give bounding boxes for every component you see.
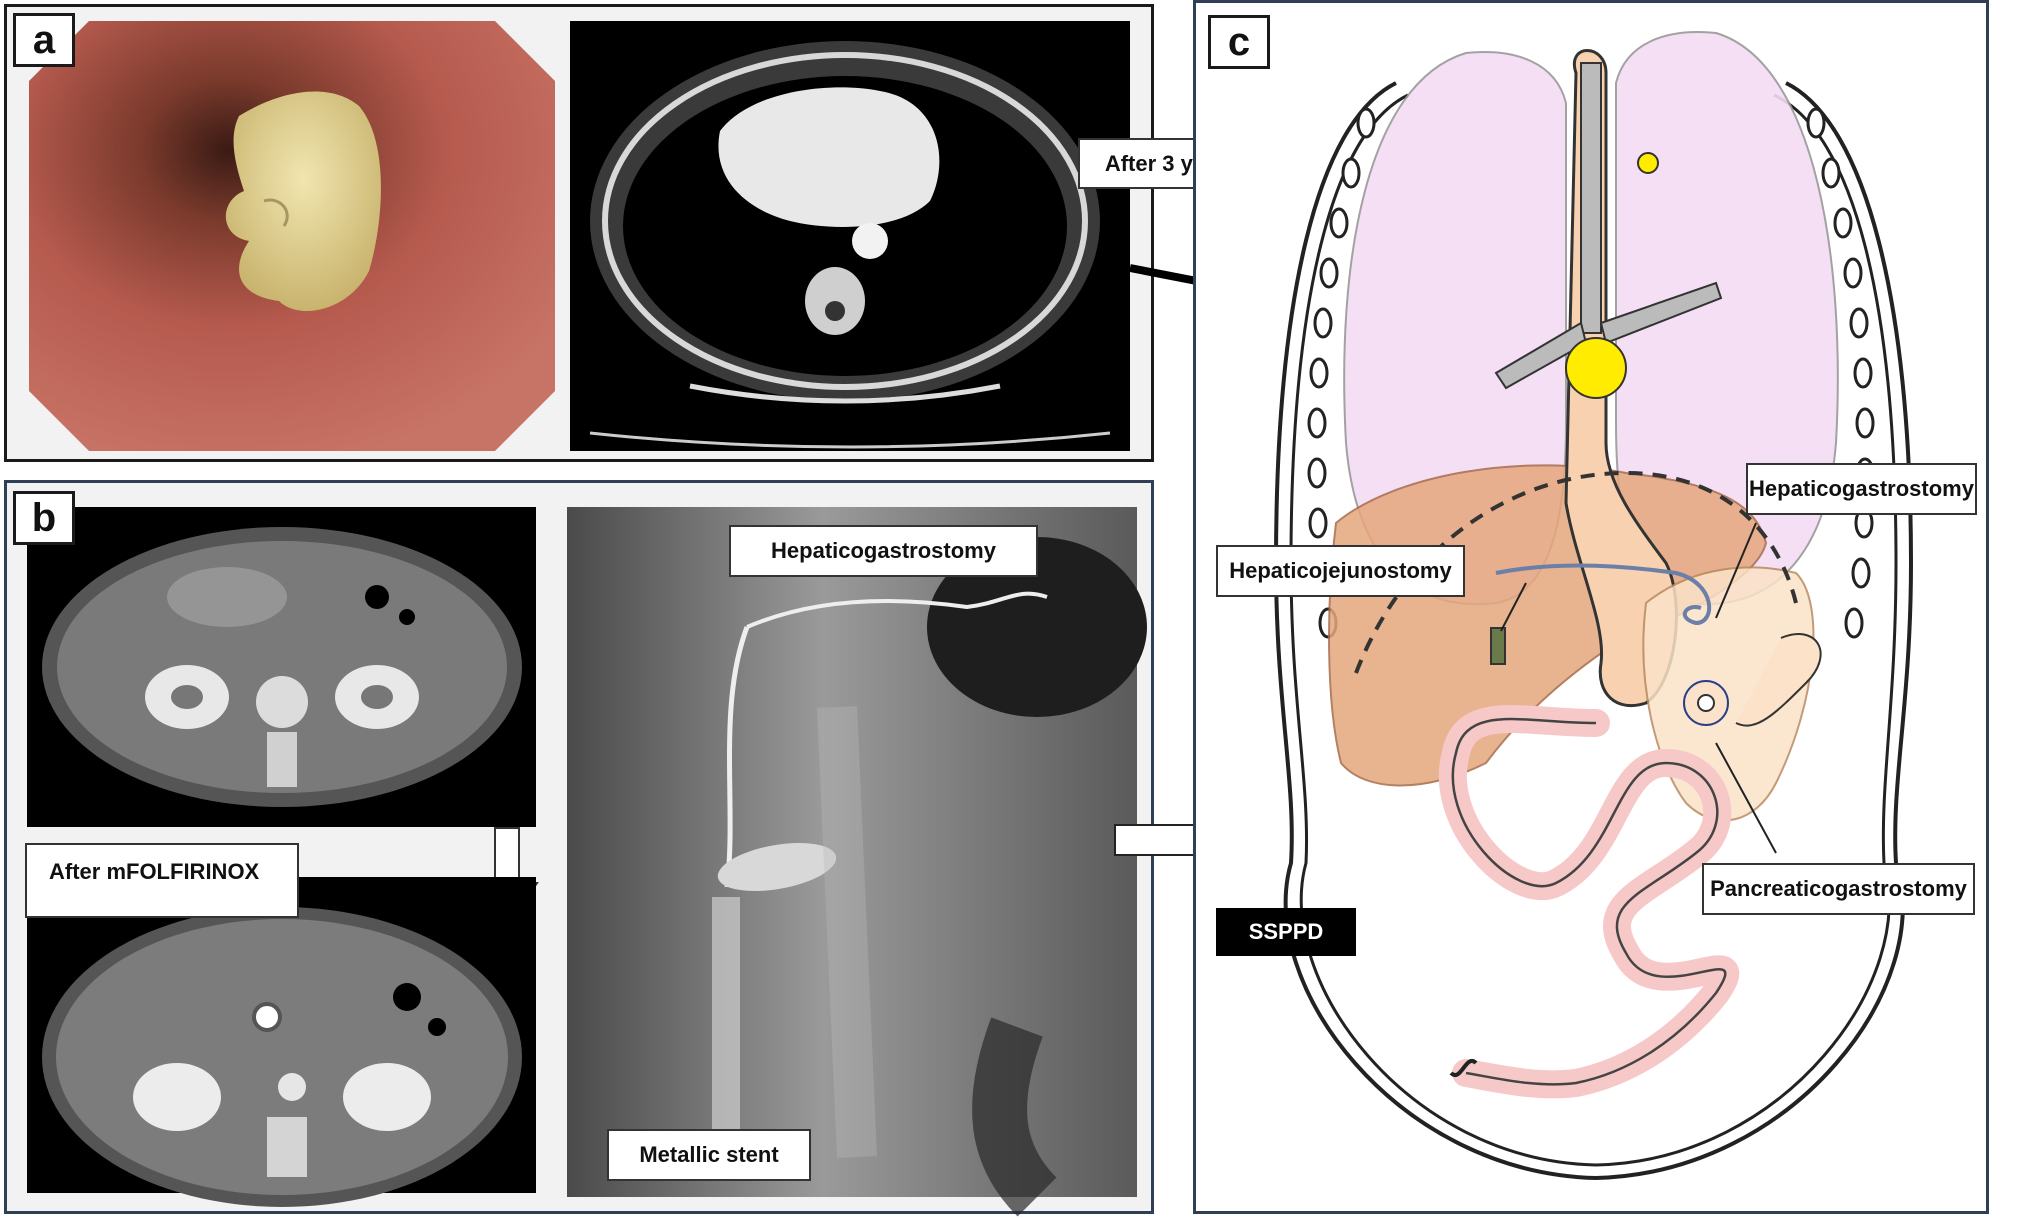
- panel-a: a After 3 years: [4, 4, 1265, 462]
- panel-letter-a: a: [13, 13, 75, 67]
- abdominal-ct-after: [27, 877, 536, 1207]
- hg-diagram-label: Hepaticogastrostomy: [1746, 463, 1977, 515]
- sspd-label: SSPPD: [1216, 908, 1356, 956]
- panel-letter-b: b: [13, 491, 75, 545]
- panel-b: b After mFOLFIRINOX Hepaticogastrostomy …: [4, 480, 1154, 1217]
- hj-diagram-label: Hepaticojejunostomy: [1216, 545, 1465, 597]
- panel-c: c Hepaticogastrostomy Hepaticojejunostom…: [1193, 0, 1989, 1214]
- hg-xray-label: Hepaticogastrostomy: [729, 525, 1038, 577]
- endoscopy-image: [29, 21, 555, 451]
- metallic-stent-label: Metallic stent: [607, 1129, 811, 1181]
- panel-letter-c: c: [1208, 15, 1270, 69]
- chest-ct-image: [570, 21, 1130, 451]
- abdominal-ct-before: [27, 507, 536, 827]
- pg-diagram-label: Pancreaticogastrostomy: [1702, 863, 1975, 915]
- after-chemo-label: After mFOLFIRINOX: [25, 843, 299, 918]
- anatomy-diagram: [1273, 31, 1914, 1181]
- xray-image: [567, 507, 1147, 1217]
